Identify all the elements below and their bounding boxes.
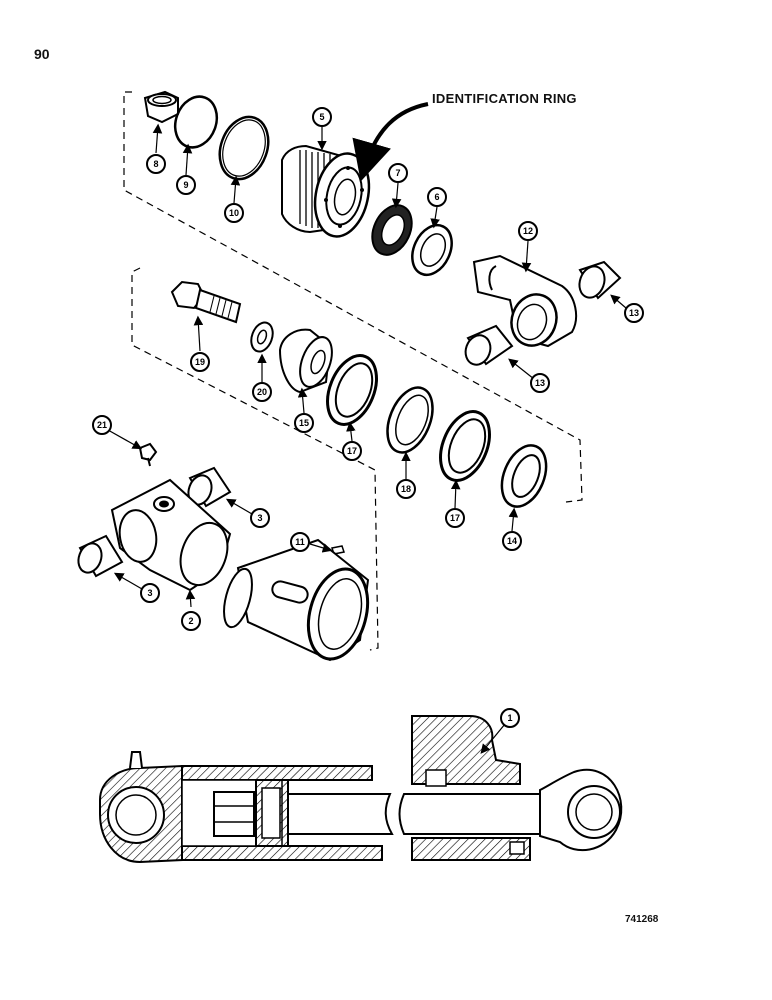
gland-part-5 — [281, 144, 371, 238]
callout-part-11: 11 — [290, 532, 310, 552]
svg-text:15: 15 — [299, 418, 309, 428]
backup-ring-part-10 — [218, 115, 270, 181]
callout-part-17-a: 17 — [342, 441, 362, 461]
drawing-number: 741268 — [625, 914, 659, 925]
grease-fitting-part-21 — [138, 442, 158, 467]
washer-part-20 — [250, 321, 274, 353]
identification-ring-arrow — [352, 102, 429, 182]
bushing-part-3-lower — [77, 534, 124, 578]
svg-text:3: 3 — [257, 513, 262, 523]
page-number: 90 — [34, 46, 50, 62]
wear-ring-part-18 — [386, 386, 434, 454]
callout-part-5: 5 — [312, 107, 332, 127]
svg-text:13: 13 — [535, 378, 545, 388]
callout-part-6: 6 — [427, 187, 447, 207]
rod-seal-part-7 — [371, 204, 413, 256]
callout-part-17-b: 17 — [445, 508, 465, 528]
callout-part-20: 20 — [252, 382, 272, 402]
svg-text:13: 13 — [629, 308, 639, 318]
svg-text:7: 7 — [395, 168, 400, 178]
callout-part-15: 15 — [294, 413, 314, 433]
svg-text:1: 1 — [507, 713, 512, 723]
svg-text:18: 18 — [401, 484, 411, 494]
svg-text:20: 20 — [257, 387, 267, 397]
svg-text:17: 17 — [450, 513, 460, 523]
svg-text:5: 5 — [319, 112, 324, 122]
upper-group-outline — [123, 91, 583, 503]
piston-part-15 — [278, 328, 333, 394]
callout-part-10: 10 — [224, 203, 244, 223]
callout-part-18: 18 — [396, 479, 416, 499]
svg-text:10: 10 — [229, 208, 239, 218]
svg-text:6: 6 — [434, 192, 439, 202]
bushing-part-8 — [143, 90, 179, 124]
assembled-cylinder-section — [99, 715, 623, 864]
svg-text:21: 21 — [97, 420, 107, 430]
bushing-part-3-upper — [187, 466, 232, 508]
svg-text:8: 8 — [153, 159, 158, 169]
bolt-part-19 — [170, 280, 242, 324]
svg-text:11: 11 — [295, 537, 305, 547]
middle-group-outline — [131, 267, 379, 651]
callout-part-3-lower: 3 — [140, 583, 160, 603]
rod-eye-part-12 — [472, 254, 578, 348]
svg-text:17: 17 — [347, 446, 357, 456]
callout-part-13-right: 13 — [624, 303, 644, 323]
callout-part-13-lower: 13 — [530, 373, 550, 393]
svg-text:14: 14 — [507, 536, 517, 546]
piston-seal-part-17-a — [326, 354, 378, 426]
callout-part-19: 19 — [190, 352, 210, 372]
barrel-eye-part-2 — [110, 478, 232, 592]
piston-seal-part-17-b — [439, 410, 491, 482]
callout-part-21: 21 — [92, 415, 112, 435]
identification-ring-label: IDENTIFICATION RING — [432, 91, 577, 106]
barrel-tube — [223, 538, 370, 662]
ring-part-14 — [500, 444, 548, 508]
svg-text:9: 9 — [183, 180, 188, 190]
leader-lines — [107, 123, 627, 754]
callout-part-14: 14 — [502, 531, 522, 551]
callout-part-12: 12 — [518, 221, 538, 241]
svg-text:12: 12 — [523, 226, 533, 236]
callout-part-2: 2 — [181, 611, 201, 631]
callout-part-1: 1 — [500, 708, 520, 728]
bushing-part-13-lower — [464, 324, 514, 366]
wiper-seal-part-6 — [411, 223, 453, 277]
svg-text:3: 3 — [147, 588, 152, 598]
callout-part-7: 7 — [388, 163, 408, 183]
bushing-part-13-right — [578, 260, 622, 300]
callout-part-3-upper: 3 — [250, 508, 270, 528]
callout-part-8: 8 — [146, 154, 166, 174]
svg-text:19: 19 — [195, 357, 205, 367]
svg-text:2: 2 — [188, 616, 193, 626]
callout-part-9: 9 — [176, 175, 196, 195]
